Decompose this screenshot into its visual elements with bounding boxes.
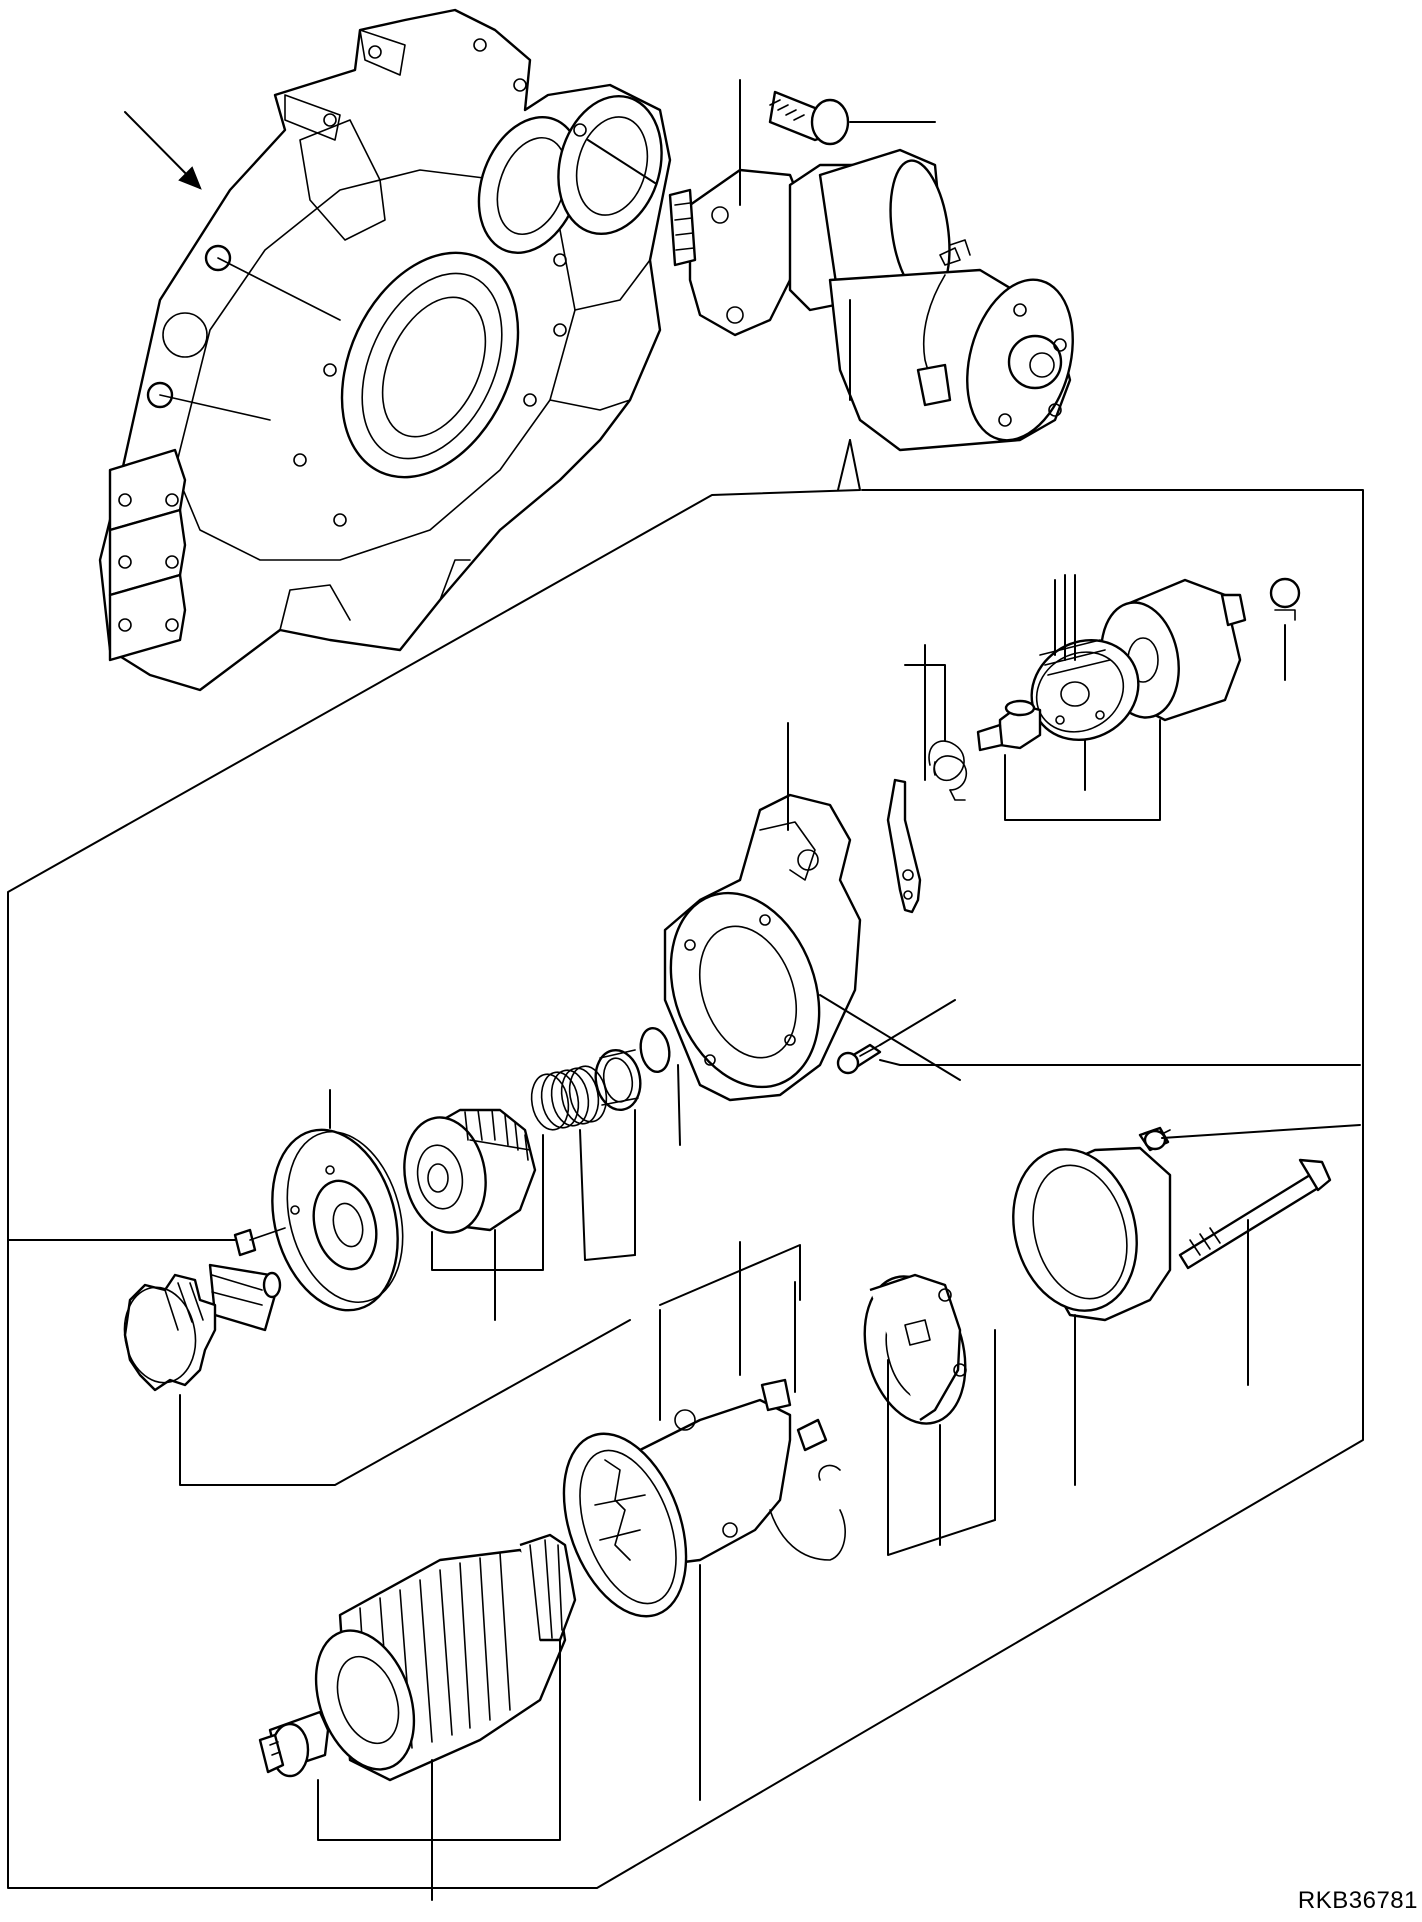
pinion-gear-shaft <box>123 1263 282 1392</box>
rear-cover-screw <box>1138 1126 1171 1152</box>
compression-spring <box>530 1065 608 1131</box>
leader-line <box>879 999 956 1046</box>
pinion-stop-collar <box>594 1049 642 1111</box>
rear-end-cover <box>1012 1146 1172 1322</box>
yoke-field-coil <box>562 1378 846 1618</box>
leader-line <box>887 1359 996 1556</box>
lever-spring <box>928 740 968 801</box>
overrunning-clutch <box>403 1108 537 1234</box>
through-screw <box>836 1043 882 1075</box>
plunger <box>976 699 1042 752</box>
leader-line <box>879 1059 1361 1066</box>
through-bolt <box>1178 1158 1332 1270</box>
leader-line <box>1161 1124 1361 1139</box>
leader-line <box>431 1134 544 1271</box>
leader-line <box>1004 719 1161 821</box>
starter-motor-assembly <box>587 139 1074 452</box>
cover-screw <box>233 1227 286 1257</box>
leader-line <box>677 1064 681 1146</box>
drawing-code-label: RKB36781 <box>1297 1887 1418 1914</box>
leader-line <box>659 1244 801 1306</box>
leader-line <box>179 1319 631 1486</box>
gear-cover-plate <box>271 1128 404 1312</box>
front-housing <box>663 793 862 1102</box>
exploded-view-boundary <box>7 439 1364 1889</box>
leader-line <box>579 1129 636 1261</box>
leader-line <box>317 1639 561 1841</box>
brush-holder <box>863 1273 967 1425</box>
stop-ring <box>639 1026 671 1074</box>
shift-lever <box>886 778 922 914</box>
direction-arrow <box>124 111 202 190</box>
armature <box>258 1533 577 1782</box>
leader-line <box>904 664 946 741</box>
flywheel-housing <box>98 8 672 692</box>
mounting-bolt <box>768 90 936 146</box>
